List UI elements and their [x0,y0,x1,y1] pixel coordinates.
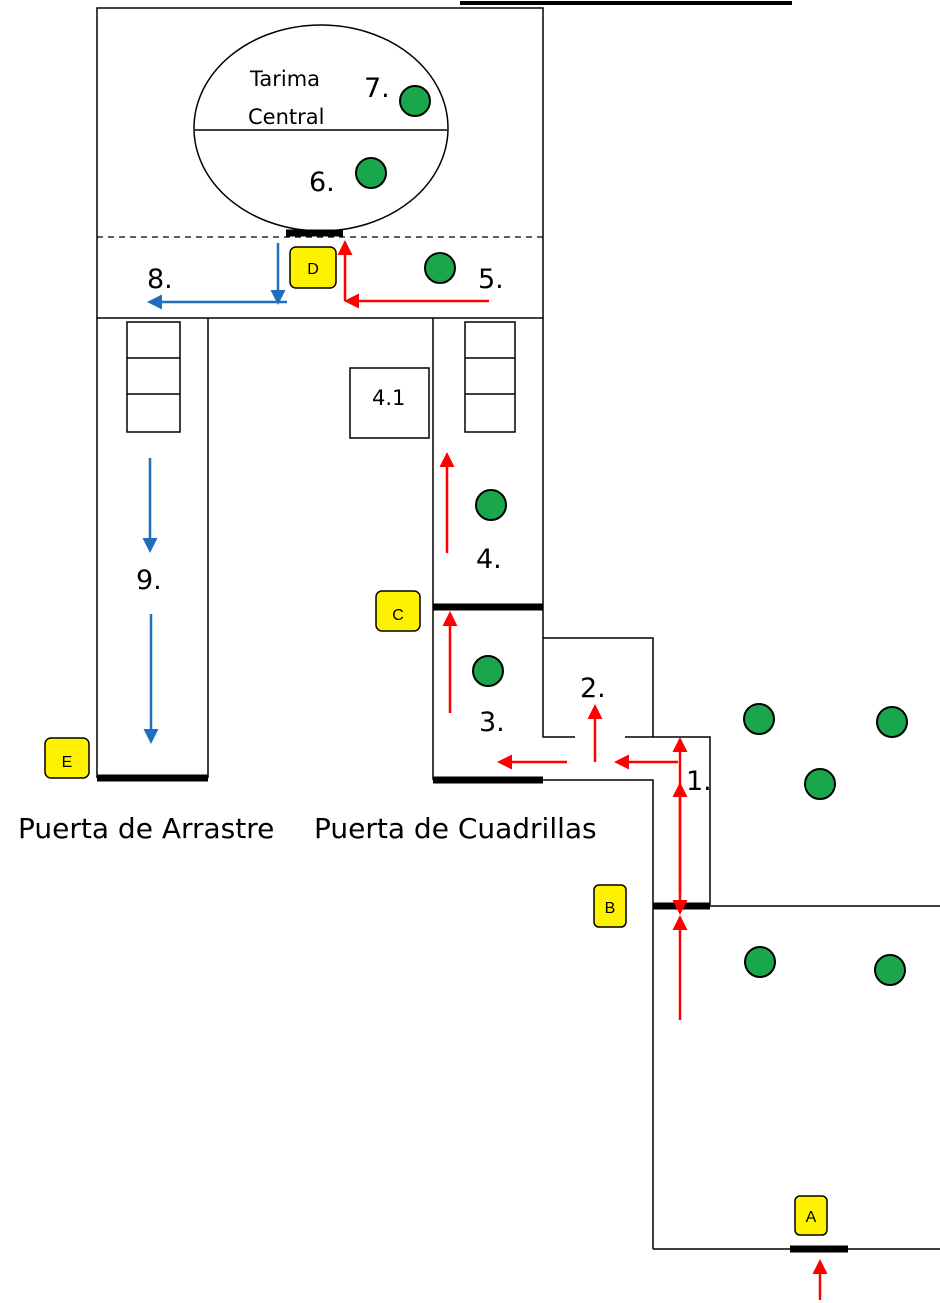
svg-text:A: A [806,1209,817,1226]
svg-text:C: C [392,607,404,624]
main-hall [96,7,544,319]
entry-route-arrows [337,240,828,1300]
step-2-label: 2. [580,673,606,704]
node-step-7 [399,85,431,117]
step-4-1-label: 4.1 [372,386,405,410]
step-7-label: 7. [364,73,390,104]
svg-text:E: E [62,754,73,771]
stage-label-line1: Tarima [249,67,320,91]
left-corridor [96,318,209,778]
room-2 [542,637,711,1249]
step-1-label: 1. [686,766,712,797]
node-room1-e [874,954,906,986]
room-4-1 [349,367,430,439]
node-room1-d [744,946,776,978]
door-arrastre-label: Puerta de Arrastre [18,812,274,845]
gate-b-badge: B [593,884,627,928]
step-3-label: 3. [479,707,505,738]
step-8-label: 8. [147,264,173,295]
svg-text:D: D [307,261,319,278]
node-room1-b [876,706,908,738]
node-step-4 [475,489,507,521]
door-cuadrillas-label: Puerta de Cuadrillas [314,812,597,845]
node-step-3 [472,655,504,687]
svg-text:B: B [605,900,616,917]
gate-e-badge: E [44,737,90,779]
step-5-label: 5. [478,264,504,295]
gate-d-badge: D [289,246,337,289]
step-9-label: 9. [136,565,162,596]
step-4-label: 4. [476,544,502,575]
node-step-6 [355,157,387,189]
gate-c-badge: C [375,590,421,632]
exit-route-arrows [142,243,287,744]
gate-a-badge: A [794,1195,828,1236]
step-6-label: 6. [309,167,335,198]
central-stage: Tarima Central [193,24,449,232]
node-room1-a [743,703,775,735]
stage-label-line2: Central [248,105,324,129]
node-step-5 [424,252,456,284]
node-room1-c [804,768,836,800]
right-corridor [349,318,544,780]
